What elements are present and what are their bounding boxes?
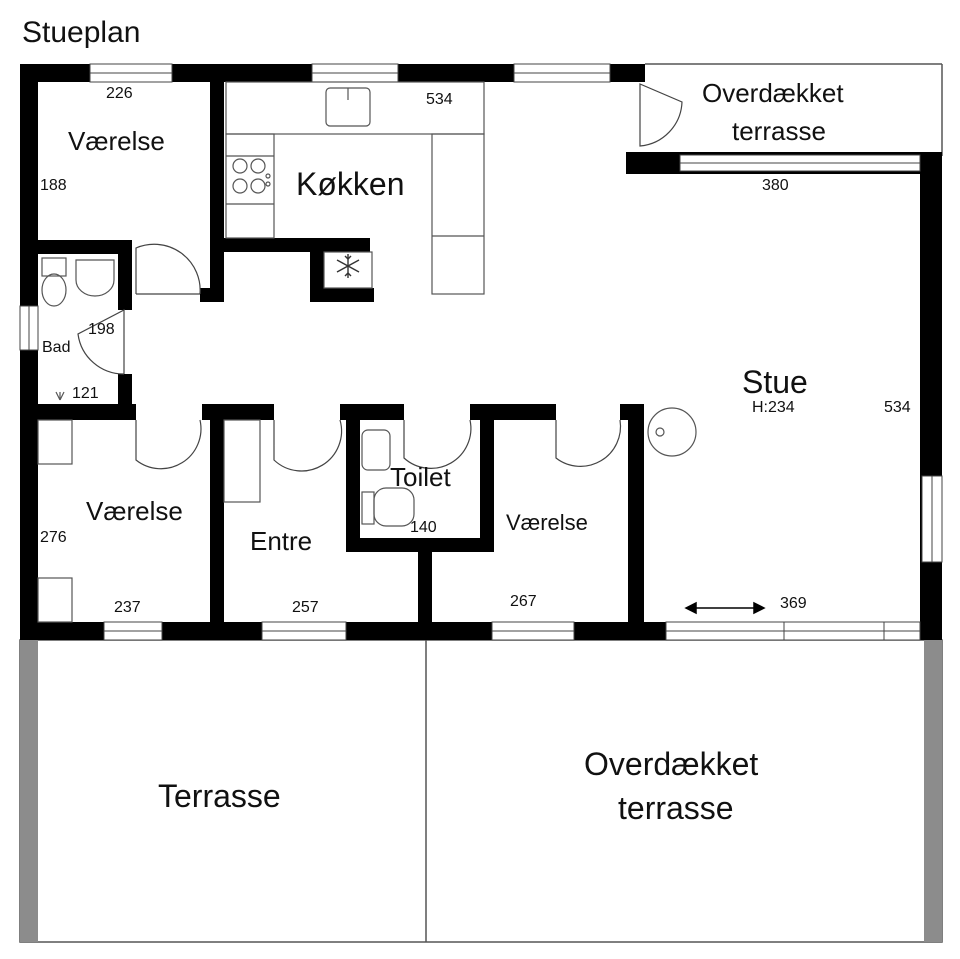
dim-vaerelse-top-depth: 188 xyxy=(40,177,67,194)
room-height-stue: H:234 xyxy=(752,399,795,416)
room-label-vaerelse-top: Værelse xyxy=(68,126,165,156)
room-label-stue: Stue xyxy=(742,364,808,400)
room-label-overdaekket-top-1: Overdækket xyxy=(702,78,844,108)
snowflake-icon xyxy=(336,254,360,278)
dim-toilet-width: 140 xyxy=(410,519,437,536)
room-label-overdaekket-top-2: terrasse xyxy=(732,116,826,146)
room-label-toilet: Toilet xyxy=(390,462,451,492)
dim-entre-width: 257 xyxy=(292,599,319,616)
windows xyxy=(19,63,943,641)
room-label-vaerelse-mid: Værelse xyxy=(506,510,588,535)
room-label-overdaekket-bottom-1: Overdækket xyxy=(584,746,759,782)
room-label-entre: Entre xyxy=(250,526,313,556)
doors xyxy=(77,83,683,472)
dim-vaerelse-left-width: 237 xyxy=(114,599,141,616)
room-label-overdaekket-bottom-2: terrasse xyxy=(618,790,734,826)
sliding-door-arrow-icon xyxy=(684,601,766,615)
room-label-terrasse: Terrasse xyxy=(158,778,281,814)
dim-stue-width: 369 xyxy=(780,595,807,612)
room-label-vaerelse-left: Værelse xyxy=(86,496,183,526)
dim-bad-depth: 198 xyxy=(88,321,115,338)
dim-kitchen-width: 534 xyxy=(426,91,453,108)
dim-vaerelse-top-width: 226 xyxy=(106,85,133,102)
dim-stue-depth: 534 xyxy=(884,399,911,416)
plan-title: Stueplan xyxy=(22,16,141,49)
dim-vaerelse-left-depth: 276 xyxy=(40,529,67,546)
dim-vaerelse-mid-width: 267 xyxy=(510,593,537,610)
terrace-area xyxy=(19,639,943,943)
dim-terrace-top-width: 380 xyxy=(762,177,789,194)
dim-bad-width: 121 xyxy=(72,385,99,402)
room-label-bad: Bad xyxy=(42,339,71,356)
room-label-kokken: Køkken xyxy=(296,166,405,202)
covered-terrace-top xyxy=(645,63,943,156)
fixtures xyxy=(37,81,697,623)
